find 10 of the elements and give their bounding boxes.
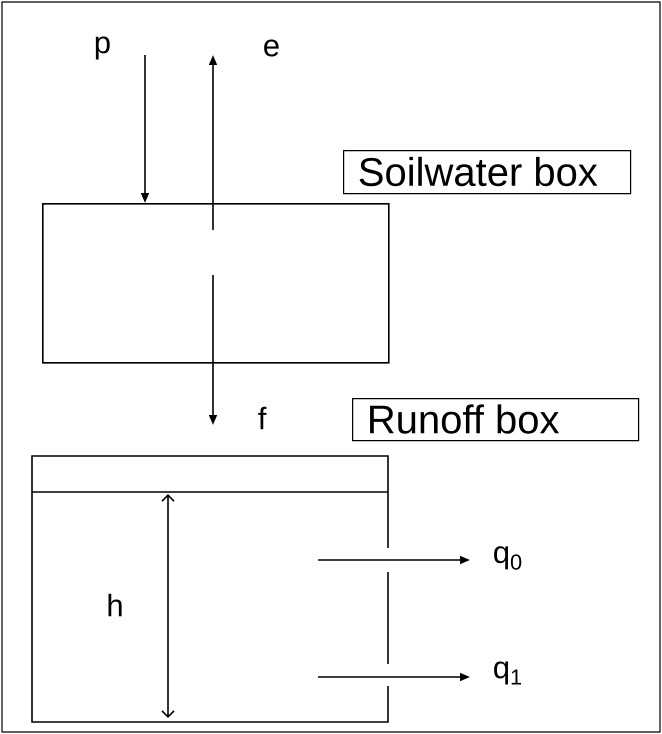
flux-label: e [264,40,279,56]
flux-label: p [96,36,110,60]
flux-label: f [258,406,266,430]
dimension-label: h [108,594,122,616]
flux-label: q$_{0}$ [494,546,522,570]
tank-box [31,455,389,723]
storage-box [42,203,390,364]
flux-label: q$_{1}$ [494,661,522,685]
label-box: Soilwater box [343,150,632,194]
label-box: Runoff box [352,398,640,442]
